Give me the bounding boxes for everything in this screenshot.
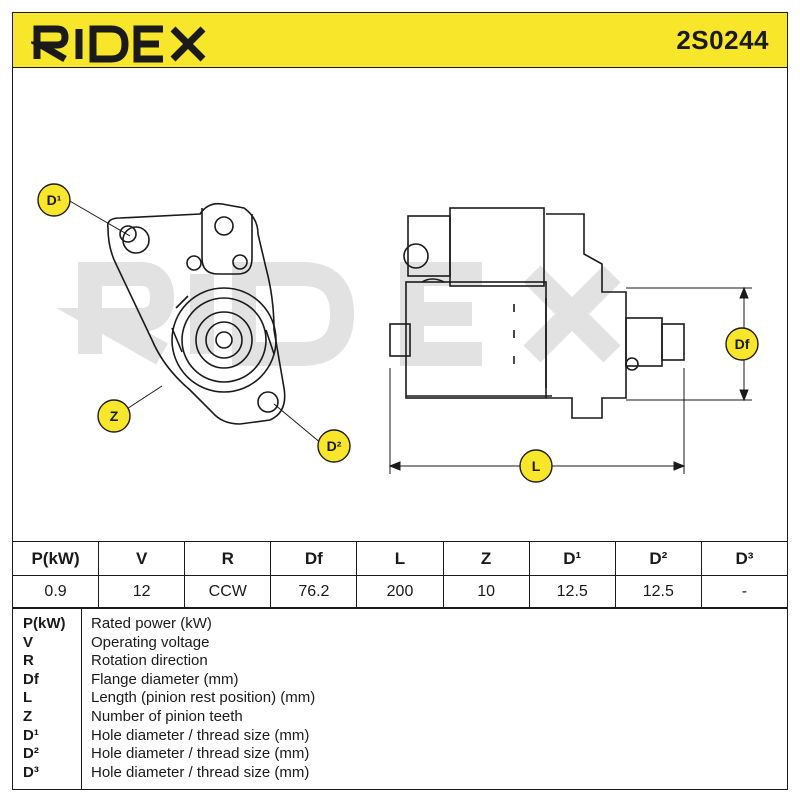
legend-row: D² Hole diameter / thread size (mm) [13,745,787,764]
label-l: L [519,449,553,483]
legend-key: Df [23,670,39,688]
technical-drawing: D¹ Z D² Df L [37,183,759,483]
legend-key: V [23,633,34,651]
svg-text:D²: D² [327,438,342,454]
svg-text:D¹: D¹ [47,192,62,208]
legend: P(kW) Rated power (kW) V Operating volta… [12,608,788,790]
specs-value-cell: 12 [98,575,186,608]
specs-header-cell: D¹ [528,541,616,576]
specs-value-cell: 0.9 [11,575,100,608]
legend-desc: Hole diameter / thread size (mm) [91,745,310,763]
specs-header-cell: Df [270,541,358,576]
legend-row: R Rotation direction [13,652,787,671]
legend-desc: Number of pinion teeth [91,708,243,725]
header-bar: 2S0244 [12,12,788,68]
legend-key: D³ [23,763,39,781]
label-d2: D² [317,429,351,463]
starter-side-view [389,207,685,419]
legend-row: P(kW) Rated power (kW) [13,615,787,634]
specs-header-cell: R [184,541,272,576]
legend-desc: Flange diameter (mm) [91,670,239,688]
legend-row: Z Number of pinion teeth [13,708,787,727]
label-d1: D¹ [37,183,71,217]
specs-table: P(kW) V R Df L Z D¹ D² D³ 0.9 12 CCW 76.… [11,541,789,608]
legend-key: D² [23,745,39,763]
label-df: Df [725,327,759,361]
specs-header-cell: V [98,541,186,576]
legend-key: R [23,652,34,670]
legend-row: D³ Hole diameter / thread size (mm) [13,764,787,783]
watermark-logo [56,262,621,366]
specs-value-cell: CCW [184,575,272,608]
specs-value-cell: 200 [356,575,444,608]
specs-header-cell: D³ [700,541,789,576]
legend-desc: Hole diameter / thread size (mm) [91,726,310,744]
label-z: Z [97,399,131,433]
svg-text:Df: Df [735,336,750,352]
legend-desc: Length (pinion rest position) (mm) [91,689,316,707]
legend-row: D¹ Hole diameter / thread size (mm) [13,727,787,746]
legend-divider [81,609,82,789]
specs-header-cell: L [356,541,444,576]
legend-desc: Hole diameter / thread size (mm) [91,763,310,781]
legend-row: V Operating voltage [13,634,787,653]
legend-key: P(kW) [23,615,66,632]
legend-key: Z [23,708,33,725]
svg-text:L: L [532,458,541,474]
brand-logo [31,25,206,63]
legend-key: D¹ [23,726,39,744]
starter-front-view [106,202,286,425]
part-number: 2S0244 [676,25,769,55]
specs-value-cell: 12.5 [528,575,616,608]
legend-desc: Rated power (kW) [91,615,212,632]
legend-row: L Length (pinion rest position) (mm) [13,689,787,708]
specs-value-cell: - [700,575,789,608]
specs-header-cell: Z [442,541,530,576]
specs-header-cell: D² [614,541,702,576]
legend-desc: Rotation direction [91,652,208,670]
legend-key: L [23,689,33,707]
legend-desc: Operating voltage [91,633,210,651]
specs-value-cell: 10 [442,575,530,608]
specs-value-row: 0.9 12 CCW 76.2 200 10 12.5 12.5 - [11,575,789,608]
specs-value-cell: 76.2 [270,575,358,608]
specs-header-row: P(kW) V R Df L Z D¹ D² D³ [11,541,789,576]
specs-header-cell: P(kW) [11,541,100,576]
svg-text:Z: Z [110,408,119,424]
legend-row: Df Flange diameter (mm) [13,671,787,690]
specs-value-cell: 12.5 [614,575,702,608]
